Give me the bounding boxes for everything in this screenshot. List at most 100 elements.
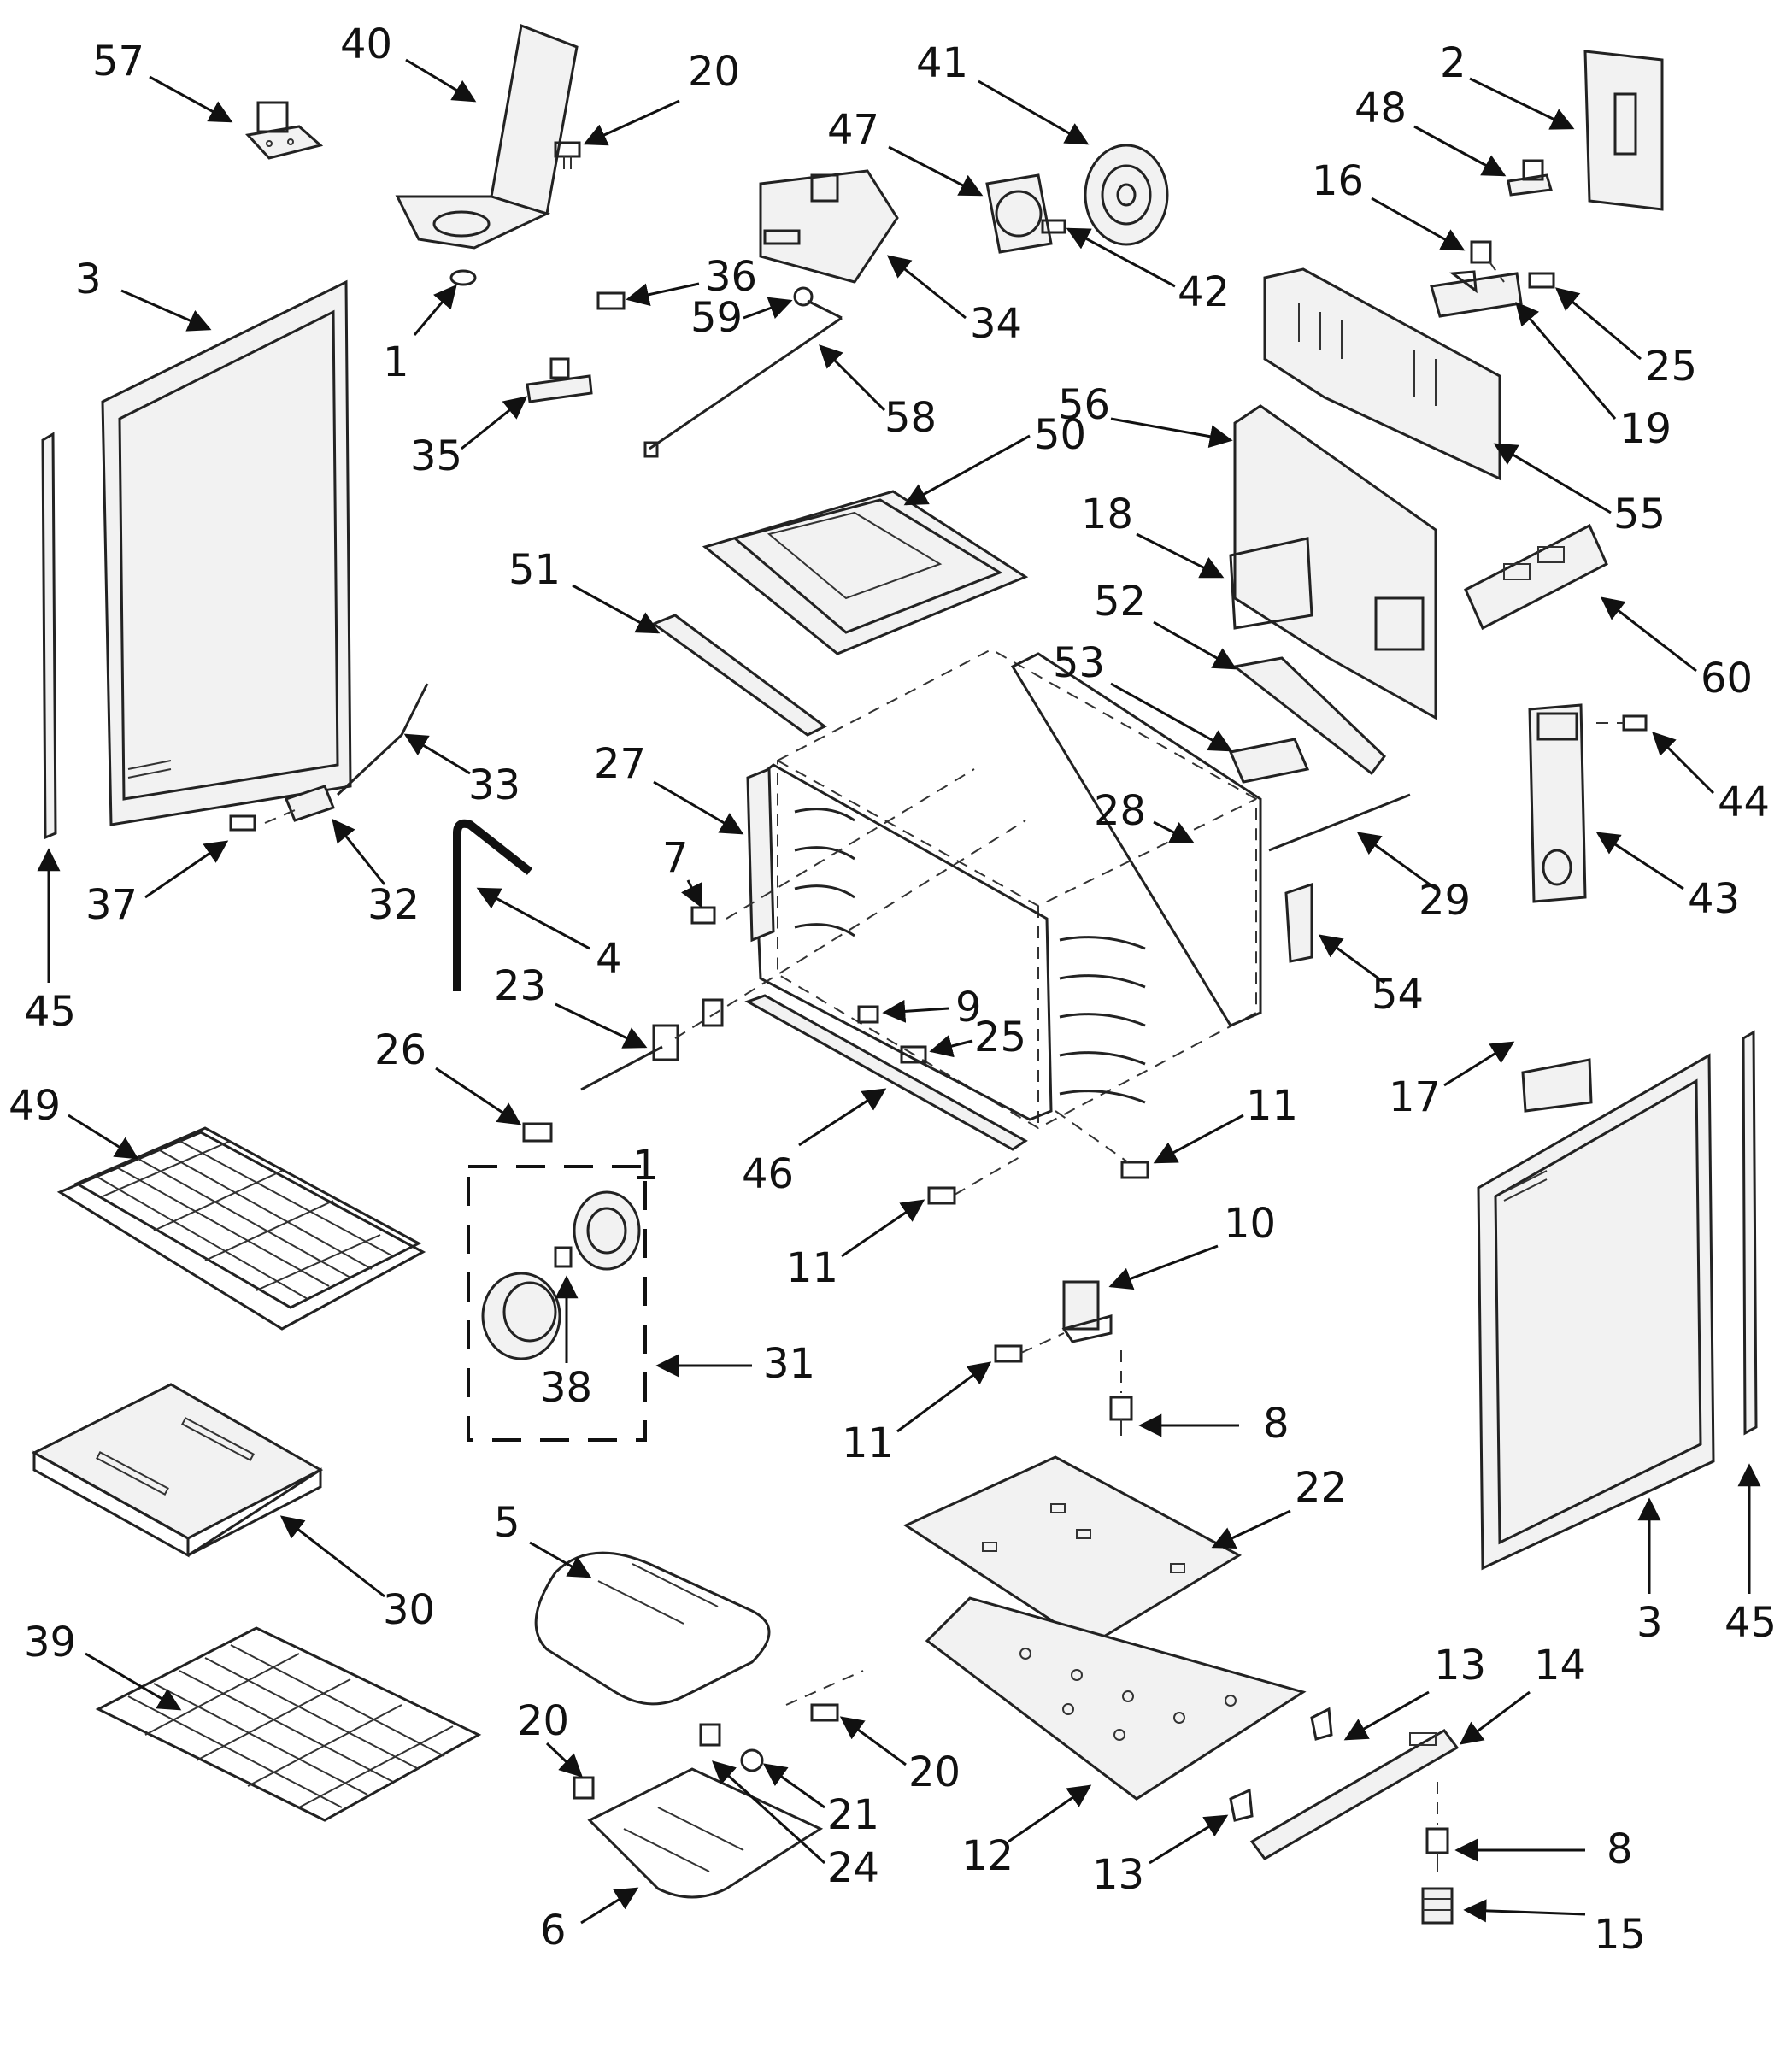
callout-14[interactable]: 14 xyxy=(1459,1642,1586,1745)
callout-4[interactable]: 4 xyxy=(476,887,622,983)
callout-label: 47 xyxy=(827,106,879,154)
part-leveling-screw xyxy=(1109,1396,1133,1436)
part-mount-bracket xyxy=(1284,882,1313,963)
callout-36[interactable]: 36 xyxy=(626,253,757,307)
callout-2[interactable]: 2 xyxy=(1440,39,1575,130)
callout-31[interactable]: 31 xyxy=(655,1340,815,1388)
callout-20-top[interactable]: 20 xyxy=(583,48,740,146)
callout-16[interactable]: 16 xyxy=(1312,157,1466,251)
part-door-latch xyxy=(526,357,593,403)
callout-25-mid[interactable]: 25 xyxy=(929,1014,1026,1061)
callout-20-right[interactable]: 20 xyxy=(839,1716,961,1796)
callout-11-mid[interactable]: 11 xyxy=(786,1199,925,1292)
callout-46[interactable]: 46 xyxy=(742,1088,887,1198)
callout-37[interactable]: 37 xyxy=(85,840,229,929)
callout-54[interactable]: 54 xyxy=(1318,934,1424,1019)
callout-17[interactable]: 17 xyxy=(1389,1041,1515,1121)
callout-55[interactable]: 55 xyxy=(1493,443,1666,538)
callout-35[interactable]: 35 xyxy=(410,396,528,480)
callout-34[interactable]: 34 xyxy=(886,255,1022,348)
callout-53[interactable]: 53 xyxy=(1053,639,1233,752)
callout-44[interactable]: 44 xyxy=(1652,732,1770,826)
callout-9[interactable]: 9 xyxy=(882,984,982,1031)
callout-59[interactable]: 59 xyxy=(690,294,793,342)
callout-18[interactable]: 18 xyxy=(1081,491,1225,579)
callout-49[interactable]: 49 xyxy=(9,1082,139,1160)
callout-15[interactable]: 15 xyxy=(1463,1899,1646,1959)
callout-25-top[interactable]: 25 xyxy=(1554,287,1697,391)
callout-45-left[interactable]: 45 xyxy=(24,848,76,1036)
callout-3-left[interactable]: 3 xyxy=(75,256,212,332)
callout-8-bottom[interactable]: 8 xyxy=(1454,1825,1633,1873)
callout-label: 30 xyxy=(383,1586,435,1634)
callout-11-right[interactable]: 11 xyxy=(1153,1082,1298,1164)
callout-11-low[interactable]: 11 xyxy=(842,1361,992,1467)
callout-32[interactable]: 32 xyxy=(332,818,420,929)
callout-29[interactable]: 29 xyxy=(1356,832,1471,925)
callout-60[interactable]: 60 xyxy=(1600,596,1753,702)
callout-label: 45 xyxy=(1724,1599,1777,1647)
callout-1-top[interactable]: 1 xyxy=(383,284,457,386)
callout-42[interactable]: 42 xyxy=(1066,227,1230,316)
callout-7[interactable]: 7 xyxy=(662,834,702,908)
callout-45-right[interactable]: 45 xyxy=(1724,1463,1777,1647)
callout-52[interactable]: 52 xyxy=(1094,578,1237,670)
part-hinge-spring xyxy=(336,683,429,796)
callout-13-bottom[interactable]: 13 xyxy=(1092,1814,1229,1899)
callout-48[interactable]: 48 xyxy=(1354,85,1507,177)
callout-40[interactable]: 40 xyxy=(340,21,477,103)
callout-58[interactable]: 58 xyxy=(819,344,937,442)
callout-38[interactable]: 38 xyxy=(540,1275,592,1412)
callout-26[interactable]: 26 xyxy=(374,1026,522,1125)
part-trim-strip-left xyxy=(41,432,57,840)
callout-50[interactable]: 50 xyxy=(903,411,1086,506)
part-knob-clip xyxy=(554,1246,573,1268)
callout-30[interactable]: 30 xyxy=(279,1515,435,1634)
callout-27[interactable]: 27 xyxy=(594,740,744,835)
callout-label: 5 xyxy=(494,1499,520,1547)
callout-51[interactable]: 51 xyxy=(508,546,661,634)
part-side-panel-left xyxy=(101,279,352,826)
callout-5[interactable]: 5 xyxy=(494,1499,592,1578)
callout-3-right[interactable]: 3 xyxy=(1636,1497,1663,1647)
callout-43[interactable]: 43 xyxy=(1595,832,1740,923)
part-convection-motor xyxy=(985,173,1053,254)
callout-label: 25 xyxy=(1645,343,1697,391)
callout-28[interactable]: 28 xyxy=(1094,787,1195,843)
callout-1-kit[interactable]: 1 xyxy=(632,1142,659,1190)
callout-21[interactable]: 21 xyxy=(762,1763,879,1839)
part-screw xyxy=(927,1186,956,1205)
callout-39[interactable]: 39 xyxy=(24,1619,182,1711)
callout-label: 27 xyxy=(594,740,646,788)
callout-6[interactable]: 6 xyxy=(540,1887,639,1954)
callout-47[interactable]: 47 xyxy=(827,106,984,197)
part-ground-lug xyxy=(1507,159,1553,197)
callout-label: 23 xyxy=(494,962,546,1010)
callout-13-top[interactable]: 13 xyxy=(1343,1642,1486,1741)
part-screw xyxy=(1120,1161,1149,1179)
callout-label: 48 xyxy=(1354,85,1407,132)
assembly-lines xyxy=(264,260,1624,1825)
callout-label: 18 xyxy=(1081,491,1133,538)
callout-label: 7 xyxy=(662,834,689,882)
callout-label: 9 xyxy=(955,984,982,1031)
callout-23[interactable]: 23 xyxy=(494,962,648,1049)
callout-label: 44 xyxy=(1718,779,1770,826)
callout-label: 37 xyxy=(85,881,138,929)
part-ground-wire xyxy=(1268,793,1411,852)
part-motor-bracket xyxy=(759,169,899,284)
callout-20-left[interactable]: 20 xyxy=(517,1697,583,1778)
callout-24[interactable]: 24 xyxy=(712,1760,879,1892)
callout-label: 59 xyxy=(690,294,743,342)
callout-41[interactable]: 41 xyxy=(916,39,1090,145)
callout-33[interactable]: 33 xyxy=(403,733,520,809)
callout-56[interactable]: 56 xyxy=(1058,381,1233,449)
part-screw xyxy=(690,906,716,925)
callout-12[interactable]: 12 xyxy=(961,1784,1092,1880)
callout-57[interactable]: 57 xyxy=(92,38,233,123)
callout-19[interactable]: 19 xyxy=(1515,301,1672,453)
callout-8-mid[interactable]: 8 xyxy=(1138,1400,1290,1448)
callout-22[interactable]: 22 xyxy=(1211,1464,1347,1549)
callout-10[interactable]: 10 xyxy=(1108,1200,1276,1290)
callout-label: 15 xyxy=(1594,1911,1646,1959)
